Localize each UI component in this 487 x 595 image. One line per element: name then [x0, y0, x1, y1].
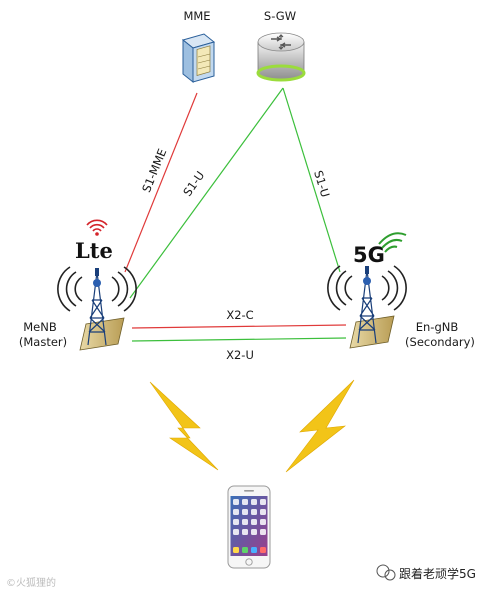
- s1-u-engnb-link: [282, 87, 341, 273]
- s1-mme-link: [124, 92, 198, 273]
- x2-u-label: X2-U: [226, 348, 254, 362]
- svg-text:Lte: Lte: [75, 238, 113, 263]
- menb-label-line1: MeNB: [23, 320, 57, 334]
- 5g-logo: 5G: [353, 232, 407, 267]
- s1-mme-label: S1-MME: [139, 147, 169, 195]
- sgw-label: S-GW: [264, 9, 296, 23]
- watermark-left: ©火狐狸的: [6, 576, 56, 589]
- smartphone-icon: [227, 485, 271, 569]
- s1-u-menb-link: [129, 87, 284, 299]
- svg-text:5G: 5G: [353, 243, 385, 267]
- engnb-cell-tower-icon: [327, 265, 407, 349]
- engnb-label-line1: En-gNB: [416, 320, 459, 334]
- wechat-icon: [376, 564, 396, 581]
- s1-u-engnb-label: S1-U: [311, 169, 332, 199]
- mme-label: MME: [183, 9, 210, 23]
- x2-c-label: X2-C: [226, 308, 253, 322]
- lte-logo: Lte: [75, 219, 113, 263]
- x2-u-link: [131, 337, 347, 342]
- menb-cell-tower-icon: [57, 266, 137, 351]
- lightning-left-icon: [149, 381, 219, 471]
- watermark-right: 跟着老顽学5G: [399, 566, 476, 581]
- menb-label-line2: (Master): [19, 335, 67, 349]
- x2-c-link: [131, 324, 347, 329]
- router-icon: [256, 32, 306, 82]
- s1-u-menb-label: S1-U: [180, 169, 207, 199]
- lightning-right-icon: [285, 379, 355, 473]
- engnb-label-line2: (Secondary): [405, 335, 475, 349]
- server-icon: [181, 33, 216, 84]
